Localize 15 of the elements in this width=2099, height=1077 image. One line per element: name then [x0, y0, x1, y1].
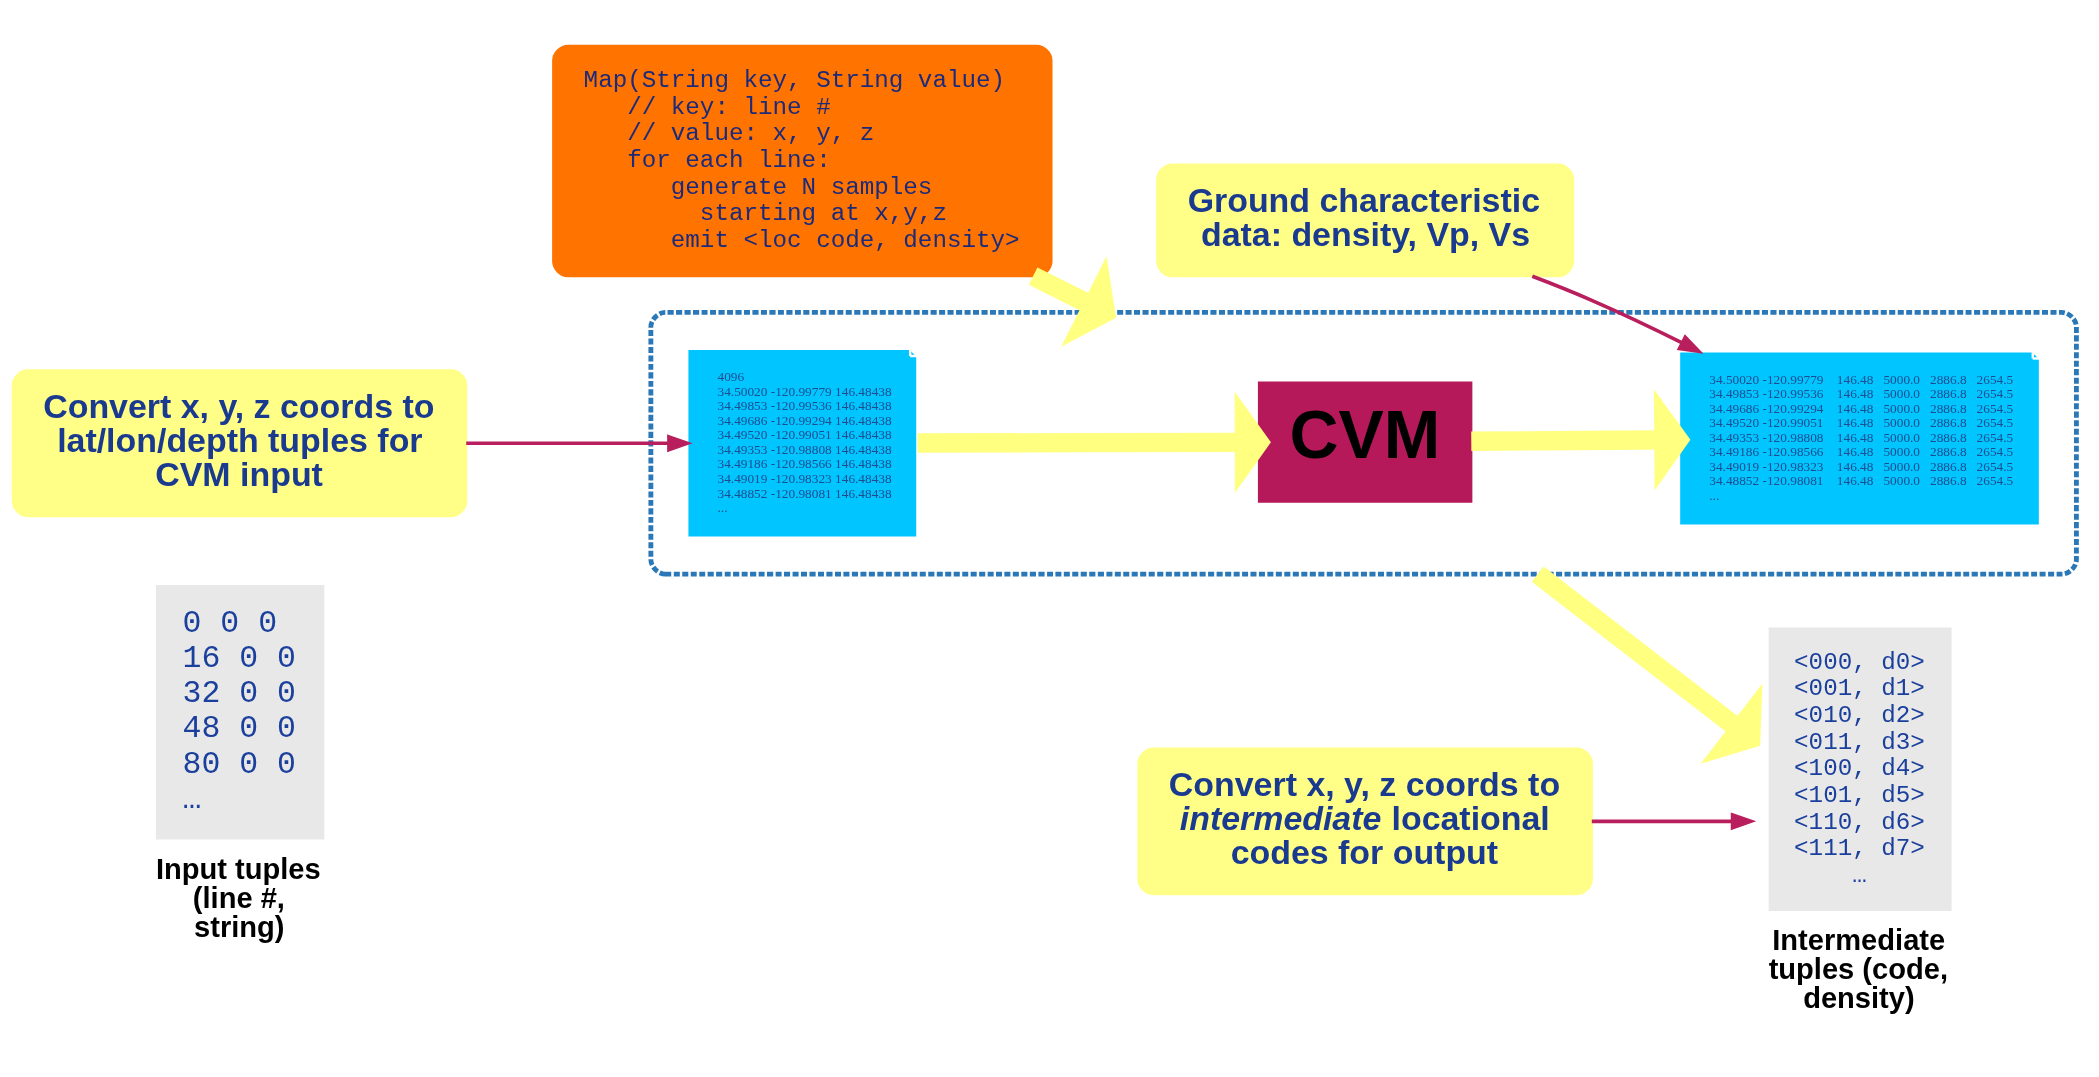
- node-box: CVM: [1257, 381, 1473, 503]
- arrow: [1531, 274, 1704, 354]
- arrow: [466, 433, 693, 452]
- arrow: [1028, 255, 1117, 347]
- node-box: Map(String key, String value) // key: line # // value: x, y, z for each line: generate N samples starting at x,y,z emit <loc code, density>: [552, 44, 1053, 277]
- node-label: Intermediate tuples (code, density): [1768, 923, 1948, 1014]
- arrow: [917, 391, 1271, 493]
- node-box: Convert x, y, z coords to intermediate locational codes for output: [1137, 746, 1593, 895]
- node-box: Ground characteristic data: density, Vp, Vs: [1156, 162, 1575, 277]
- node-box: Convert x, y, z coords to lat/lon/depth tuples for CVM input: [11, 368, 468, 517]
- arrow: [1531, 565, 1763, 764]
- arrow: [1471, 388, 1691, 491]
- arrow: [1591, 811, 1757, 830]
- cluster: [648, 309, 2079, 577]
- node-label: Input tuples (line #, string): [155, 852, 321, 943]
